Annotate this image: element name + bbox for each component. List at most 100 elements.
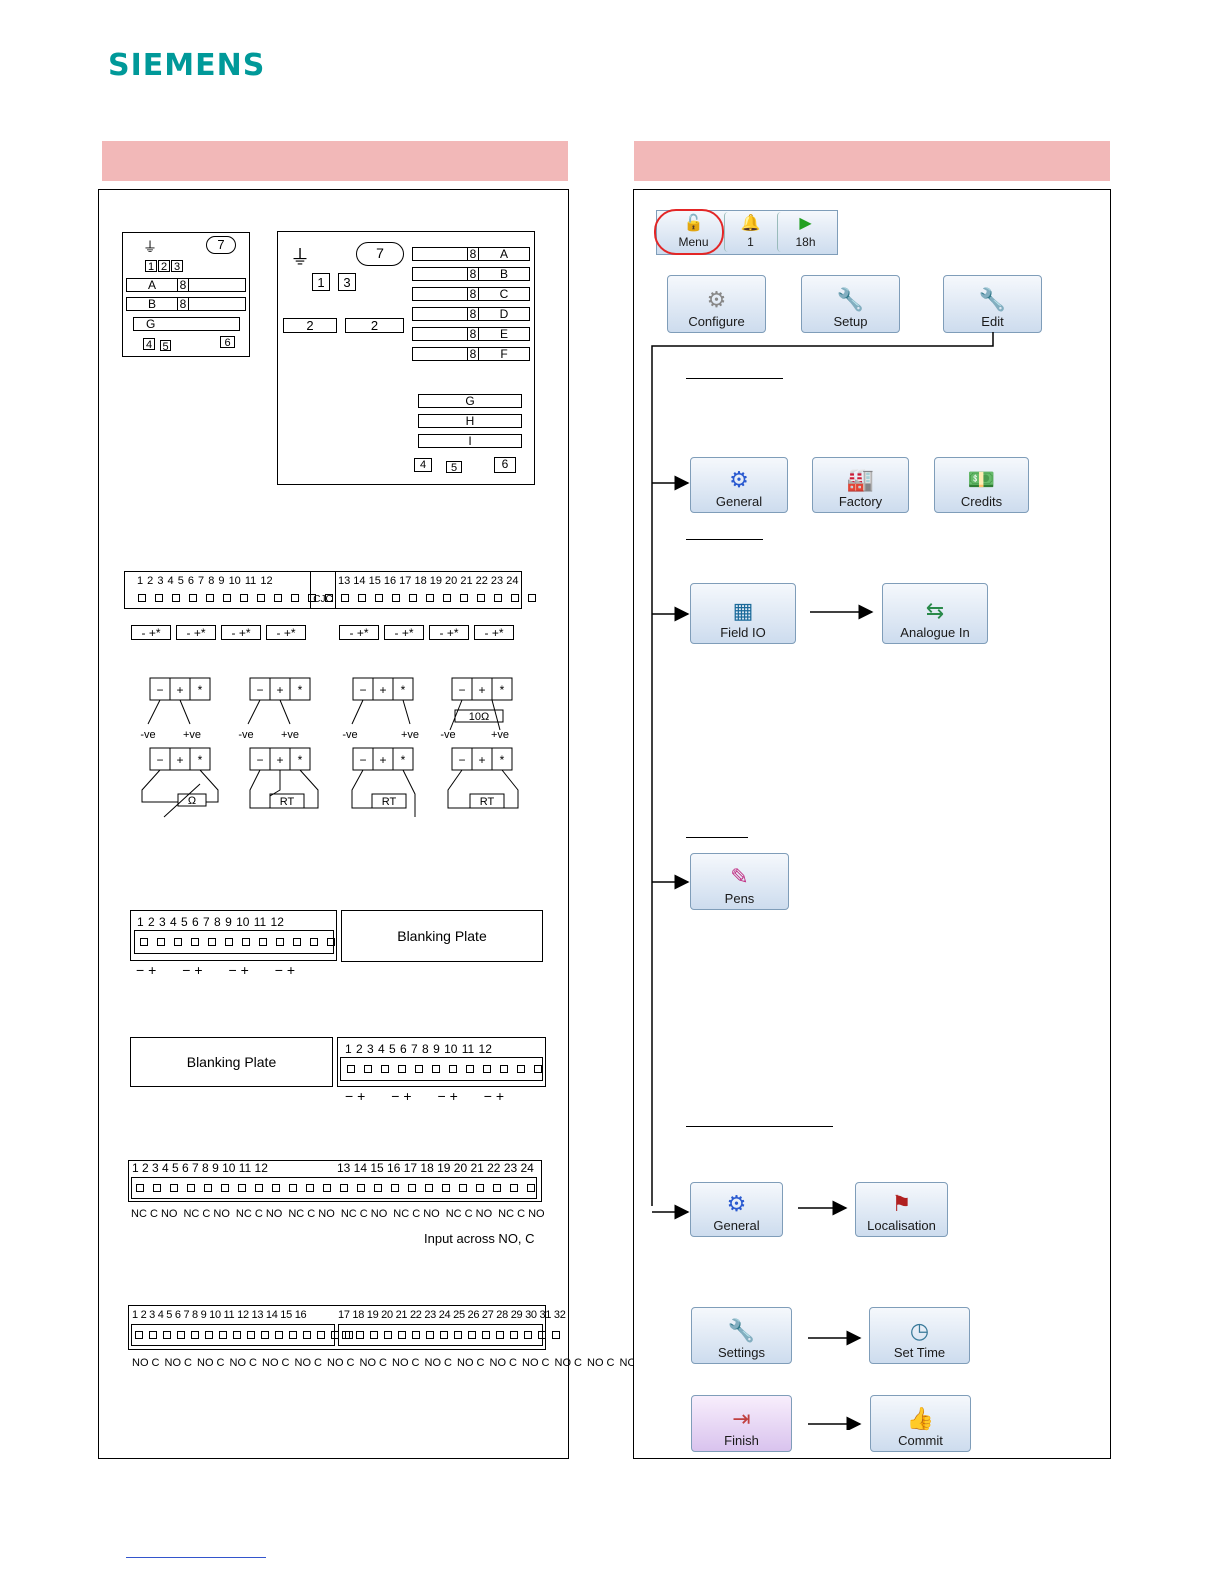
terminal-numbers: 17 18 19 20 21 22 23 24 25 26 27 28 29 3…	[338, 1309, 566, 1321]
money-icon: 💵	[967, 467, 996, 492]
blanking-plate: Blanking Plate	[341, 910, 543, 962]
terminal-numbers: 1 2 3 4 5 6 7 8 9 10 11 12	[132, 1161, 268, 1175]
relay-label: NO C	[262, 1357, 290, 1369]
terminal-row	[134, 930, 334, 954]
credits-button[interactable]: 💵Credits	[934, 457, 1029, 513]
play-icon: ▶	[799, 215, 812, 232]
commit-button[interactable]: 👍Commit	[870, 1395, 971, 1452]
gears-icon: ⚙	[726, 1191, 747, 1216]
pos-label: +ve	[401, 729, 419, 741]
terminal-strip	[149, 747, 211, 771]
setup-button[interactable]: 🔧Setup	[801, 275, 900, 333]
relay-label: NO C	[457, 1357, 485, 1369]
edit-button[interactable]: 🔧Edit	[943, 275, 1042, 333]
settings-button[interactable]: 🔧Settings	[691, 1307, 792, 1364]
relay-label: NC C NO	[131, 1208, 178, 1220]
polarity-label: - +*	[339, 625, 379, 640]
terminal-block-12	[130, 910, 337, 961]
terminal: 5	[160, 340, 171, 353]
wrench-icon: 🔧	[727, 1318, 756, 1343]
lower-bars: G H I	[418, 394, 522, 448]
relay-label: NC C NO	[393, 1208, 440, 1220]
relay-label: NO C	[392, 1357, 420, 1369]
terminal-strip	[352, 747, 414, 771]
terminal-2: 2	[345, 318, 404, 333]
wrench-icon: 🔧	[836, 287, 865, 312]
neg-label: -ve	[342, 729, 357, 741]
minus: −	[156, 683, 163, 697]
relay-label: NO C	[294, 1357, 323, 1369]
relay-label: NC C NO	[235, 1208, 283, 1220]
polarity-label: - +*	[429, 625, 469, 640]
terminal-2: 2	[283, 318, 337, 333]
localisation-button[interactable]: ⚑Localisation	[855, 1182, 948, 1237]
wiring-panel	[98, 189, 569, 1459]
star: *	[500, 753, 505, 767]
field-io-button[interactable]: ▦Field IO	[690, 583, 796, 644]
relay-label: NO C	[132, 1357, 160, 1369]
rt-label: RT	[280, 796, 295, 808]
terminal: 6	[494, 457, 516, 473]
set-time-button[interactable]: ◷Set Time	[869, 1307, 970, 1364]
terminal-strip	[451, 677, 513, 701]
terminal-7: 7	[206, 236, 236, 254]
terminal-numbers: 1 2 3 4 5 6 7 8 9 10 11 12	[137, 575, 273, 587]
polarity-label: − +	[182, 962, 203, 978]
analogue-input-icon: ⇆	[925, 598, 945, 623]
polarity-label: − +	[274, 962, 295, 978]
terminal-block-12	[337, 1037, 546, 1087]
terminal-numbers: 13 14 15 16 17 18 19 20 21 22 23 24	[337, 1161, 534, 1175]
star: *	[298, 753, 303, 767]
relay-label: NC C NO	[183, 1208, 230, 1220]
relay-label: NO C	[489, 1357, 518, 1369]
polarity-labels-b: - +* - +* - +* - +*	[339, 625, 514, 640]
factory-button[interactable]: 🏭Factory	[812, 457, 909, 513]
terminal: 4	[414, 458, 432, 472]
finish-button[interactable]: ⇥Finish	[691, 1395, 792, 1452]
minus: −	[156, 753, 163, 767]
star: *	[198, 683, 203, 697]
relay-label: NO C	[424, 1357, 453, 1369]
earth-icon: ⏚	[143, 239, 157, 255]
pens-button[interactable]: ✎Pens	[690, 853, 789, 910]
configure-button[interactable]: ⚙Configure	[667, 275, 766, 333]
plus: +	[379, 753, 386, 767]
slot-bar: H	[418, 414, 522, 428]
play-button[interactable]: ▶18h	[777, 212, 833, 252]
polarity-label: − +	[437, 1088, 458, 1104]
ohm-label: Ω	[188, 795, 196, 807]
plus: +	[276, 683, 283, 697]
polarity-label: - +*	[266, 625, 306, 640]
general-button[interactable]: ⚙General	[690, 457, 788, 513]
analogue-in-button[interactable]: ⇆Analogue In	[882, 583, 988, 644]
star: *	[401, 753, 406, 767]
star: *	[298, 683, 303, 697]
menu-button[interactable]: 🔓Menu	[678, 215, 709, 250]
terminal-7: 7	[356, 242, 404, 266]
menu-navigation-panel	[633, 189, 1111, 1459]
polarity-label: - +*	[474, 625, 514, 640]
wiring-examples: −+* −+* −+* −+* −+* −+* −+* −+* -ve+ve -…	[140, 677, 519, 818]
earth-icon: ⏚	[290, 247, 310, 269]
terminal-pins	[135, 1331, 353, 1339]
clock-icon: ◷	[909, 1318, 930, 1343]
status-bar	[656, 210, 838, 255]
section-underline	[686, 378, 783, 379]
polarity-label: − +	[136, 962, 157, 978]
plus: +	[176, 683, 183, 697]
terminal-pins	[342, 1331, 560, 1339]
exit-door-icon: ⇥	[732, 1406, 751, 1431]
polarity-labels: − +− +− +− +	[136, 962, 295, 978]
right-header-band	[634, 141, 1110, 181]
polarity-label: - +*	[221, 625, 261, 640]
general-button[interactable]: ⚙General	[690, 1182, 783, 1237]
terminal-pins	[341, 594, 536, 602]
pens-icon: ✎	[730, 864, 749, 889]
plus: +	[276, 753, 283, 767]
alarm-button[interactable]: 🔔1	[724, 212, 776, 252]
terminal: 2	[158, 260, 170, 273]
pos-label: +ve	[491, 729, 509, 741]
